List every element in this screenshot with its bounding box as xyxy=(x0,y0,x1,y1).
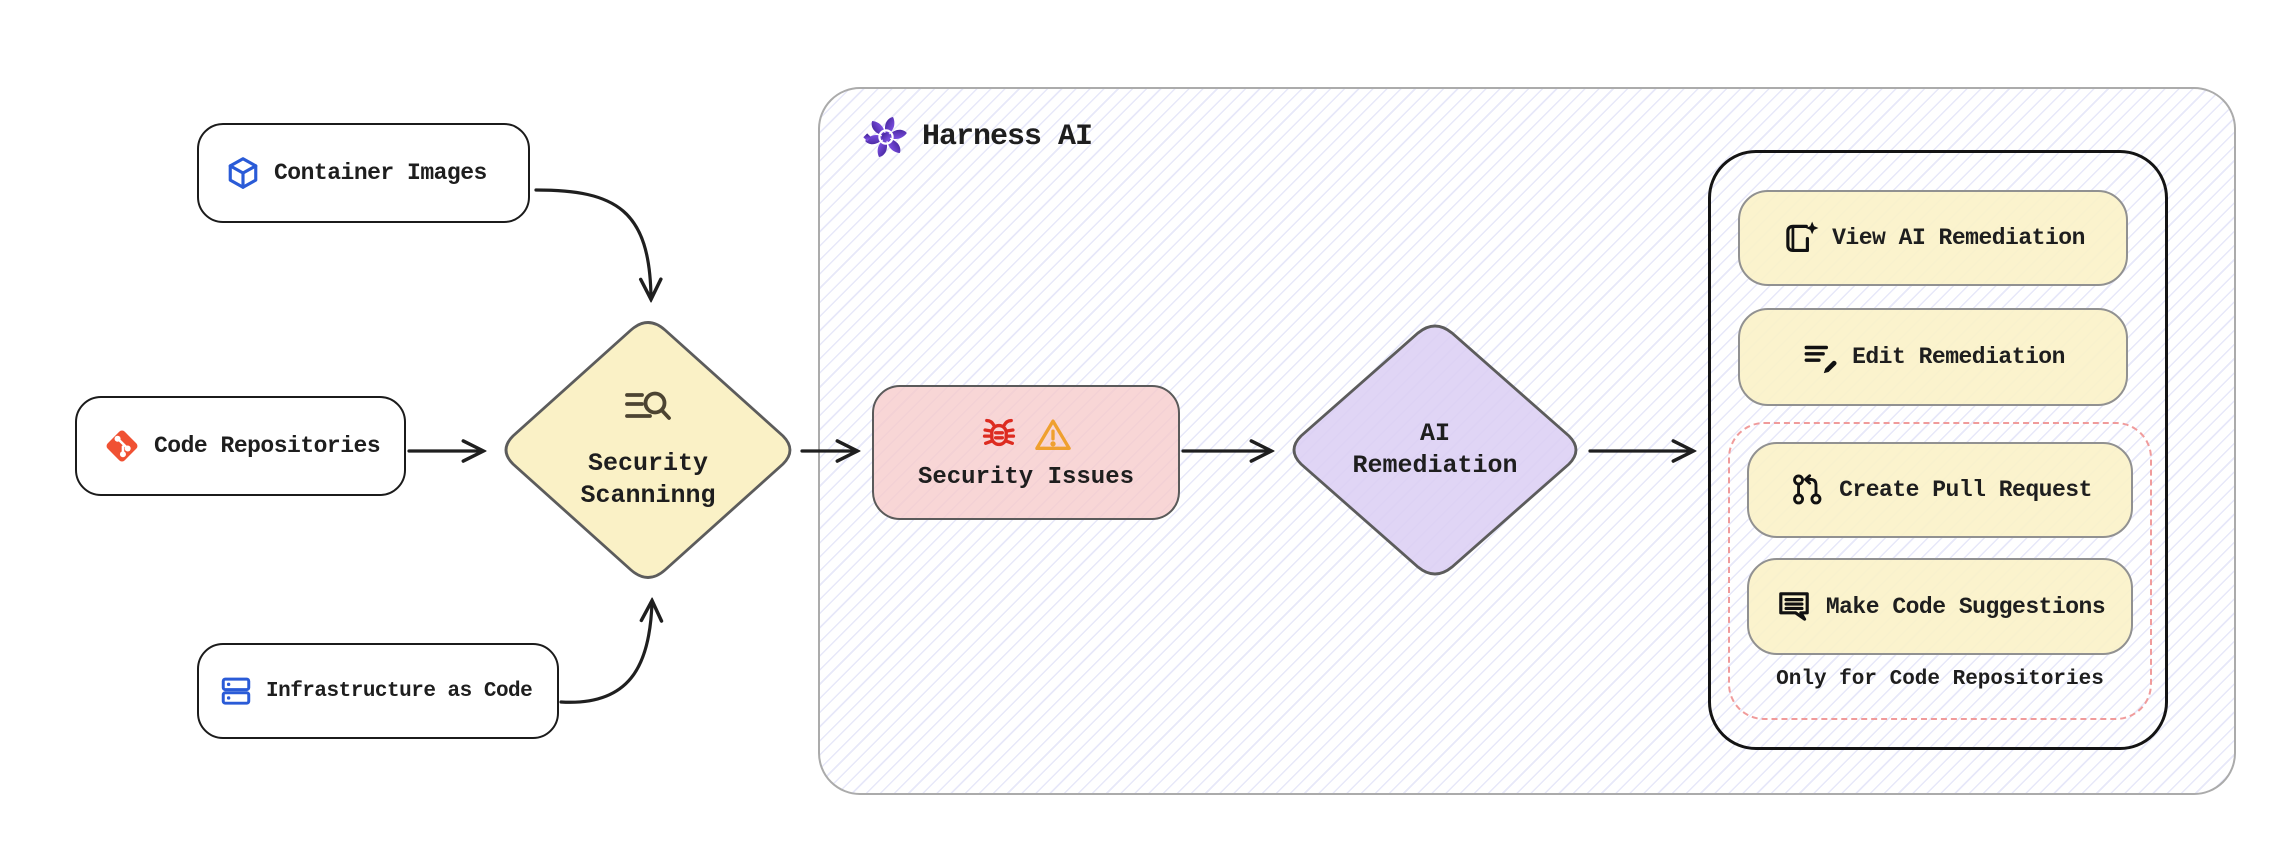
book-sparkle-icon xyxy=(1781,219,1819,257)
node-infrastructure-as-code: Infrastructure as Code xyxy=(197,643,559,739)
repo-only-note: Only for Code Repositories xyxy=(1776,668,2104,691)
node-view-ai-remediation: View AI Remediation xyxy=(1738,190,2128,286)
node-label: Create Pull Request xyxy=(1839,477,2092,503)
node-label-line1: AI xyxy=(1419,419,1450,448)
node-security-issues: Security Issues xyxy=(872,385,1180,520)
node-security-scanning: Security Scanninng xyxy=(495,312,801,588)
node-label: Container Images xyxy=(274,160,487,186)
harness-flower-icon xyxy=(862,114,910,160)
pull-request-icon xyxy=(1788,471,1826,509)
node-container-images: Container Images xyxy=(197,123,530,223)
arrow-container-images-to-scanning xyxy=(534,188,651,298)
remediation-actions-panel xyxy=(1708,150,2168,750)
node-label: Infrastructure as Code xyxy=(266,679,533,703)
diamond-shape xyxy=(1292,324,1578,576)
cube-icon xyxy=(225,155,261,191)
node-ai-remediation: AI Remediation xyxy=(1283,316,1587,584)
edit-list-icon xyxy=(1801,338,1839,376)
node-make-code-suggestions: Make Code Suggestions xyxy=(1747,558,2133,655)
node-label: Code Repositories xyxy=(154,433,381,459)
warning-icon xyxy=(1033,415,1073,455)
git-icon xyxy=(103,427,141,465)
node-code-repositories: Code Repositories xyxy=(75,396,406,496)
arrow-iac-to-scanning xyxy=(559,602,652,704)
node-create-pull-request: Create Pull Request xyxy=(1747,442,2133,538)
node-edit-remediation: Edit Remediation xyxy=(1738,308,2128,406)
node-label: View AI Remediation xyxy=(1832,225,2085,251)
bug-icon xyxy=(979,415,1019,455)
node-label-line2: Scanninng xyxy=(580,481,716,510)
search-list-icon xyxy=(622,388,674,426)
diamond-shape xyxy=(504,321,792,579)
node-label-line2: Remediation xyxy=(1352,451,1518,480)
node-label-line1: Security xyxy=(587,449,709,478)
node-label: Edit Remediation xyxy=(1852,344,2065,370)
comment-lines-icon xyxy=(1775,588,1813,626)
repo-only-group xyxy=(1728,422,2152,720)
issues-icons xyxy=(979,415,1073,455)
harness-ai-title: Harness AI xyxy=(922,120,1093,154)
server-stack-icon xyxy=(219,674,253,708)
harness-ai-header: Harness AI xyxy=(862,114,1093,160)
node-label: Make Code Suggestions xyxy=(1825,593,2106,620)
node-label: Security Issues xyxy=(917,463,1135,491)
